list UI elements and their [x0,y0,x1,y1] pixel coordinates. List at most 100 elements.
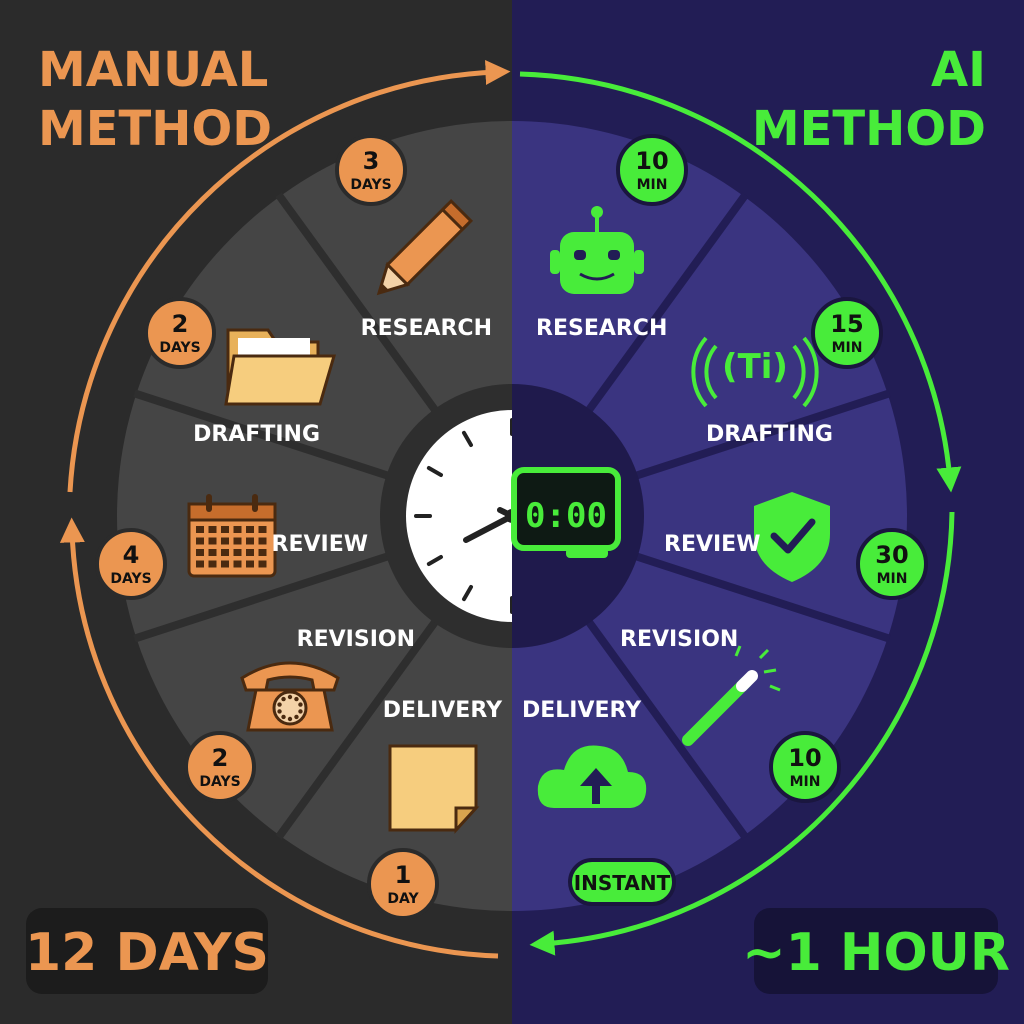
calendar-cell [196,537,204,545]
clock-face [406,410,512,622]
calendar-cell [233,537,242,545]
wheel-spoke [634,389,891,480]
manual-step-label-review: REVIEW [272,532,368,557]
text-broadcast-icon: (Ti) [691,336,819,408]
manual-bottom-arrow [59,517,499,959]
magic-wand-icon [682,645,781,746]
wheel-spoke [133,389,390,480]
badge-value: 2 [212,744,229,772]
text-broadcast-icon-label: (Ti) [722,347,788,387]
calendar-cell [221,537,229,545]
calendar-cell [221,560,229,568]
digital-clock-icon: 0:00 [511,467,621,558]
folder-icon [224,328,336,406]
robot-icon [550,206,644,294]
badge-text: INSTANT [574,871,671,895]
wheel-spoke [634,552,891,643]
manual-top-arrow [67,59,511,493]
ai-title-line2: METHOD [752,101,986,157]
badge-unit: MIN [790,774,821,790]
wheel-spoke [585,618,749,840]
dial-hole [281,714,286,720]
manual-title-line2: METHOD [38,101,272,157]
badge-value: 15 [830,310,863,338]
calendar-cell [246,560,254,568]
calendar-cell [258,526,267,533]
badge-value: 10 [788,744,821,772]
clock-ticks [414,418,512,614]
calendar-cell [208,526,217,533]
manual-step-label-revision: REVISION [297,627,415,652]
badge-unit: DAYS [199,774,240,790]
manual-total-box: 12 DAYS [25,908,269,994]
dial-hole [277,702,282,707]
sticky-note-icon [388,744,480,834]
ai-flow-arrows [519,71,962,956]
manual-step-label-delivery: DELIVERY [383,698,503,723]
badge-unit: MIN [832,340,863,356]
badge-value: 4 [123,541,140,569]
badge-value: 10 [635,147,668,175]
calendar-cell [208,560,217,568]
manual-step-label-research: RESEARCH [361,316,492,341]
calendar-cell [196,549,204,556]
calendar-cell [208,537,217,545]
cloud-upload-icon [537,745,647,808]
shield-check-icon [754,492,830,582]
ai-step-label-drafting: DRAFTING [706,422,833,447]
dial-hole [277,709,282,714]
badge-unit: MIN [637,177,668,193]
badge-value: 3 [363,147,380,175]
calendar-icon [187,494,277,578]
ai-step-label-research: RESEARCH [536,316,667,341]
clock-tick [426,555,443,566]
manual-step-label-drafting: DRAFTING [193,422,320,447]
calendar-cell [233,526,242,533]
clock-tick [462,585,473,602]
ai-wheel-disc [512,121,907,911]
calendar-cell [246,526,254,533]
time-badges: 3DAYS2DAYS4DAYS2DAYS1DAY10MIN15MIN30MIN1… [95,134,928,920]
badge-unit: MIN [877,571,908,587]
dial-hole [281,696,286,702]
badge-unit: DAYS [350,177,391,193]
calendar-cell [233,560,242,568]
ai-step-label-review: REVIEW [664,532,760,557]
badge-unit: DAYS [159,340,200,356]
ai-title-line1: AI [931,42,986,98]
ai-bottom-arrow [529,511,955,956]
dial-hole [298,702,303,707]
calendar-cell [196,526,204,533]
calendar-cell [258,549,267,556]
dial-hole [298,709,303,714]
dial-hole [287,694,293,700]
manual-flow-arrows [59,59,511,959]
dial-hole [287,716,293,722]
manual-wheel-disc [117,121,512,911]
calendar-cell [208,549,217,556]
wheel-spoke [585,192,749,414]
calendar-cell [196,560,204,568]
step-labels: RESEARCH DRAFTING REVIEW REVISION DELIVERY RE… [193,316,833,723]
wheel-spokes [133,192,891,840]
badge-value: 30 [875,541,908,569]
digital-clock-readout: 0:00 [525,496,607,536]
manual-total-value: 12 DAYS [25,923,269,983]
wheel-spoke [275,192,439,414]
ai-time-badge: INSTANT [568,858,676,906]
calendar-cell [258,537,267,545]
pencil-icon [376,198,474,296]
ai-total-box: ~1 HOUR [742,908,1010,994]
badge-value: 2 [172,310,189,338]
calendar-cell [221,549,229,556]
wheel-spoke [275,618,439,840]
ai-step-label-delivery: DELIVERY [522,698,642,723]
clock-minute-hand [463,513,515,543]
